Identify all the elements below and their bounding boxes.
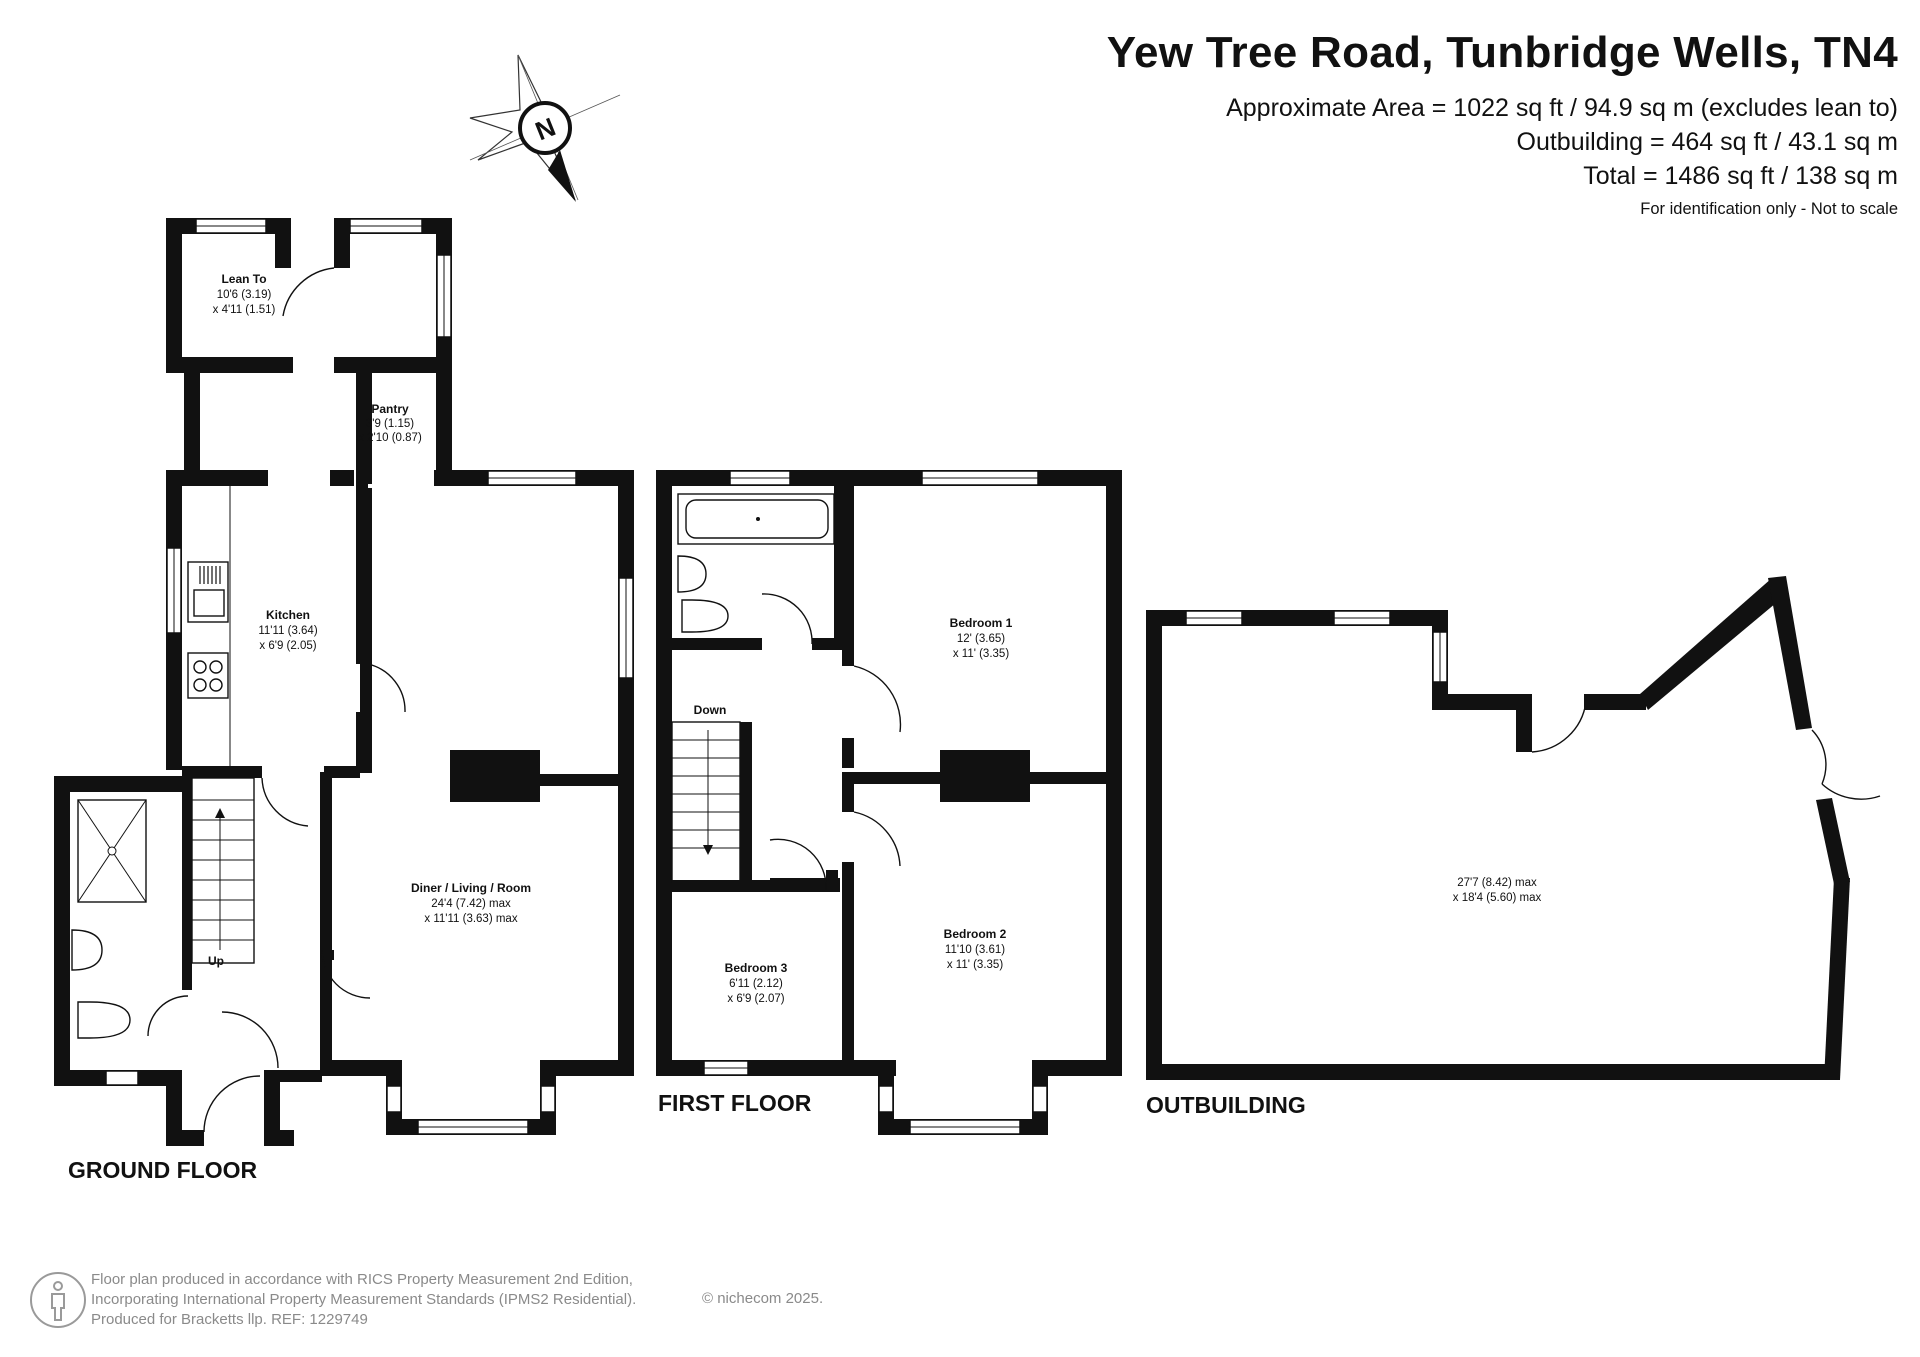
room-dim-lean-to-2: x 4'11 (1.51): [213, 304, 276, 316]
page-title: Yew Tree Road, Tunbridge Wells, TN4: [1106, 28, 1898, 77]
room-dim-diner-1: 24'4 (7.42) max: [431, 898, 511, 910]
first-floor-plan: Down Bedroom 1 12' (3.65) x 11' (3.35) B…: [656, 470, 1122, 1135]
footer-line-2: Incorporating International Property Mea…: [91, 1291, 637, 1308]
room-name-kitchen: Kitchen: [266, 608, 310, 622]
room-dim-diner-2: x 11'11 (3.63) max: [424, 913, 517, 925]
room-dim-kitchen-2: x 6'9 (2.05): [259, 640, 316, 652]
ground-floor-label: GROUND FLOOR: [68, 1157, 257, 1183]
room-dim-bedroom-1-2: x 11' (3.35): [953, 648, 1009, 660]
ground-floor-plan: Lean To 10'6 (3.19) x 4'11 (1.51) Pantry…: [54, 218, 634, 1183]
outbuilding-dim-2: x 18'4 (5.60) max: [1453, 892, 1542, 904]
person-icon: [30, 1272, 86, 1328]
room-dim-bedroom-2-1: 11'10 (3.61): [945, 944, 1005, 956]
first-floor-label: FIRST FLOOR: [658, 1090, 812, 1116]
room-name-diner: Diner / Living / Room: [411, 881, 531, 895]
room-name-bedroom-1: Bedroom 1: [950, 616, 1013, 630]
outbuilding-area: Outbuilding = 464 sq ft / 43.1 sq m: [1516, 128, 1898, 156]
total-area: Total = 1486 sq ft / 138 sq m: [1583, 162, 1898, 190]
room-dim-kitchen-1: 11'11 (3.64): [258, 625, 317, 637]
outbuilding-dim-1: 27'7 (8.42) max: [1457, 877, 1537, 889]
room-dim-pantry-2: x 2'10 (0.87): [358, 432, 422, 444]
room-dim-pantry-1: 3'9 (1.15): [366, 418, 414, 430]
outbuilding-plan: 27'7 (8.42) max x 18'4 (5.60) max OUTBUI…: [1146, 576, 1881, 1118]
room-dim-bedroom-3-2: x 6'9 (2.07): [727, 993, 784, 1005]
outbuilding-label: OUTBUILDING: [1146, 1092, 1306, 1118]
footer-line-1: Floor plan produced in accordance with R…: [91, 1271, 633, 1288]
room-name-bedroom-2: Bedroom 2: [944, 927, 1007, 941]
room-dim-bedroom-2-2: x 11' (3.35): [947, 959, 1003, 971]
footer-notes: Floor plan produced in accordance with R…: [91, 1270, 636, 1330]
room-dim-lean-to-1: 10'6 (3.19): [217, 289, 272, 301]
approximate-area: Approximate Area = 1022 sq ft / 94.9 sq …: [1226, 94, 1898, 122]
room-dim-bedroom-3-1: 6'11 (2.12): [729, 978, 783, 990]
room-name-pantry: Pantry: [371, 402, 409, 416]
stairs-up-label: Up: [208, 954, 224, 968]
room-name-bedroom-3: Bedroom 3: [725, 961, 788, 975]
copyright: © nichecom 2025.: [702, 1290, 824, 1307]
room-dim-bedroom-1-1: 12' (3.65): [957, 633, 1005, 645]
disclaimer: For identification only - Not to scale: [1640, 200, 1898, 218]
footer-line-3: Produced for Bracketts llp. REF: 1229749: [91, 1311, 368, 1328]
stairs-down-label: Down: [694, 703, 727, 717]
compass-icon: N: [469, 54, 621, 202]
room-name-lean-to: Lean To: [221, 272, 266, 286]
